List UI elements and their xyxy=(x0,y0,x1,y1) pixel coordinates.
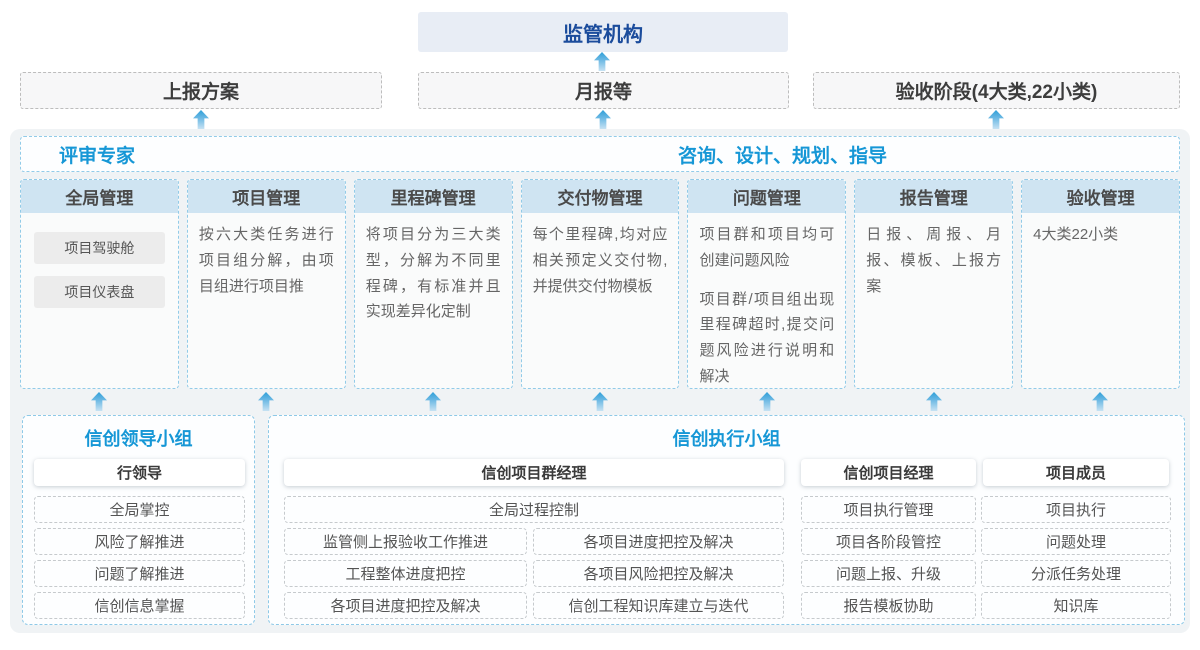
column-paragraph: 项目群和项目均可创建问题风险 xyxy=(699,226,835,269)
column-text: 将项目分为三大类型，分解为不同里程碑，有标准并且实现差异化定制 xyxy=(365,226,501,321)
pill-item: 项目仪表盘 xyxy=(34,276,165,308)
task-item: 项目执行管理 xyxy=(801,496,976,523)
column-global-management: 全局管理 项目驾驶舱 项目仪表盘 xyxy=(20,179,179,389)
column-title: 全局管理 xyxy=(21,180,178,213)
role-header-project-manager: 信创项目经理 xyxy=(801,459,976,486)
task-item: 各项目进度把控及解决 xyxy=(533,528,784,555)
experts-strip: 评审专家 咨询、设计、规划、指导 xyxy=(20,136,1180,172)
up-arrow-icon xyxy=(595,110,611,129)
column-title: 交付物管理 xyxy=(521,180,679,213)
column-milestone-management: 里程碑管理 将项目分为三大类型，分解为不同里程碑，有标准并且实现差异化定制 xyxy=(353,179,513,389)
report-plan-box: 上报方案 xyxy=(20,72,382,109)
monthly-report-box: 月报等 xyxy=(418,72,789,109)
column-title: 验收管理 xyxy=(1022,180,1180,213)
up-arrow-icon xyxy=(988,110,1004,129)
column-body: 项目驾驶舱 项目仪表盘 xyxy=(21,213,178,327)
column-text: 每个里程碑,均对应相关预定义交付物,并提供交付物模板 xyxy=(532,226,668,295)
column-issue-management: 问题管理 项目群和项目均可创建问题风险 项目群/项目组出现里程碑超时,提交问题风… xyxy=(687,179,847,389)
exec-group-title: 信创执行小组 xyxy=(672,429,781,449)
task-item: 全局掌控 xyxy=(34,496,245,523)
column-title: 问题管理 xyxy=(688,180,846,213)
up-arrow-icon xyxy=(193,110,209,129)
column-title: 项目管理 xyxy=(187,180,345,213)
management-columns: 全局管理 项目驾驶舱 项目仪表盘 项目管理 按六大类任务进行项目组分解，由项目组… xyxy=(20,179,1181,389)
column-title: 报告管理 xyxy=(855,180,1013,213)
task-item: 知识库 xyxy=(981,592,1171,619)
task-item: 风险了解推进 xyxy=(34,528,245,555)
consulting-label: 咨询、设计、规划、指导 xyxy=(678,145,888,167)
task-item: 分派任务处理 xyxy=(981,560,1171,587)
leader-group-title: 信创领导小组 xyxy=(84,429,193,449)
role-header-project-member: 项目成员 xyxy=(983,459,1169,486)
task-item: 全局过程控制 xyxy=(284,496,784,523)
regulator-box: 监管机构 xyxy=(418,12,788,52)
task-item: 信创信息掌握 xyxy=(34,592,245,619)
role-header-program-manager: 信创项目群经理 xyxy=(284,459,784,486)
task-item: 项目执行 xyxy=(981,496,1171,523)
column-report-management: 报告管理 日报、周报、月报、模板、上报方案 xyxy=(854,179,1014,389)
pill-item: 项目驾驶舱 xyxy=(34,232,165,264)
review-experts-label: 评审专家 xyxy=(59,145,136,167)
task-item: 问题上报、升级 xyxy=(801,560,976,587)
task-item: 项目各阶段管控 xyxy=(801,528,976,555)
task-item: 问题处理 xyxy=(981,528,1171,555)
column-text: 按六大类任务进行项目组分解，由项目组进行项目推 xyxy=(198,226,334,295)
column-text: 日报、周报、月报、模板、上报方案 xyxy=(866,226,1002,295)
column-paragraph: 项目群/项目组出现里程碑超时,提交问题风险进行说明和解决 xyxy=(699,290,835,385)
leader-group-box: 信创领导小组 行领导 全局掌控 风险了解推进 问题了解推进 信创信息掌握 xyxy=(22,415,255,625)
exec-group-box: 信创执行小组 信创项目群经理 全局过程控制 监管侧上报验收工作推进 工程整体进度… xyxy=(268,415,1185,625)
column-title: 里程碑管理 xyxy=(354,180,512,213)
task-item: 各项目进度把控及解决 xyxy=(284,592,527,619)
column-acceptance-management: 验收管理 4大类22小类 xyxy=(1021,179,1181,389)
column-text: 4大类22小类 xyxy=(1033,226,1119,243)
column-deliverable-management: 交付物管理 每个里程碑,均对应相关预定义交付物,并提供交付物模板 xyxy=(520,179,680,389)
task-item: 信创工程知识库建立与迭代 xyxy=(533,592,784,619)
role-header-bank-leader: 行领导 xyxy=(34,459,245,486)
task-item: 报告模板协助 xyxy=(801,592,976,619)
column-project-management: 项目管理 按六大类任务进行项目组分解，由项目组进行项目推 xyxy=(186,179,346,389)
up-arrow-icon xyxy=(594,52,610,71)
task-item: 问题了解推进 xyxy=(34,560,245,587)
column-text: 项目群和项目均可创建问题风险 项目群/项目组出现里程碑超时,提交问题风险进行说明… xyxy=(688,213,845,388)
task-item: 监管侧上报验收工作推进 xyxy=(284,528,527,555)
acceptance-stage-box: 验收阶段(4大类,22小类) xyxy=(813,72,1180,109)
task-item: 工程整体进度把控 xyxy=(284,560,527,587)
task-item: 各项目风险把控及解决 xyxy=(533,560,784,587)
